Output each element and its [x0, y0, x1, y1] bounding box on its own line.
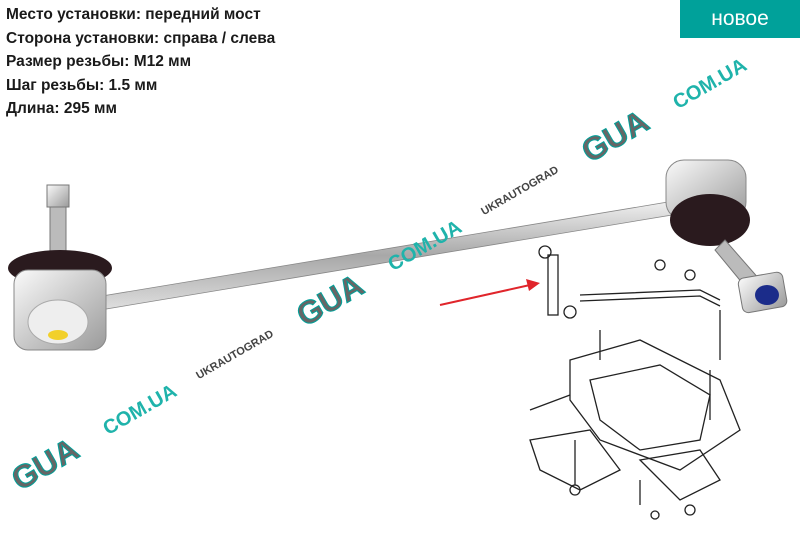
watermark-domain: COM.UA — [99, 380, 180, 440]
spec-thread-size: Размер резьбы: M12 мм — [6, 53, 192, 70]
watermark: GUA COM.UA UKRAUTOGRAD GUA COM.UA UKRAUT… — [5, 54, 751, 498]
new-badge: новое — [680, 0, 800, 38]
red-arrow — [439, 279, 540, 306]
stabilizer-link — [8, 159, 788, 351]
watermark-domain: COM.UA — [669, 54, 750, 114]
watermark-company: UKRAUTOGRAD — [479, 164, 561, 218]
spec-mounting-location: Место установки: передний мост — [6, 6, 261, 23]
product-specs: Место установки: передний мост Сторона у… — [6, 3, 275, 121]
spec-length: Длина: 295 мм — [6, 100, 117, 117]
watermark-company: UKRAUTOGRAD — [194, 328, 276, 382]
watermark-brand: GUA — [5, 431, 85, 498]
watermark-brand: GUA — [575, 103, 655, 170]
spec-thread-pitch: Шаг резьбы: 1.5 мм — [6, 76, 158, 94]
spec-mounting-side: Сторона установки: справа / слева — [6, 29, 276, 47]
suspension-diagram — [529, 245, 741, 520]
